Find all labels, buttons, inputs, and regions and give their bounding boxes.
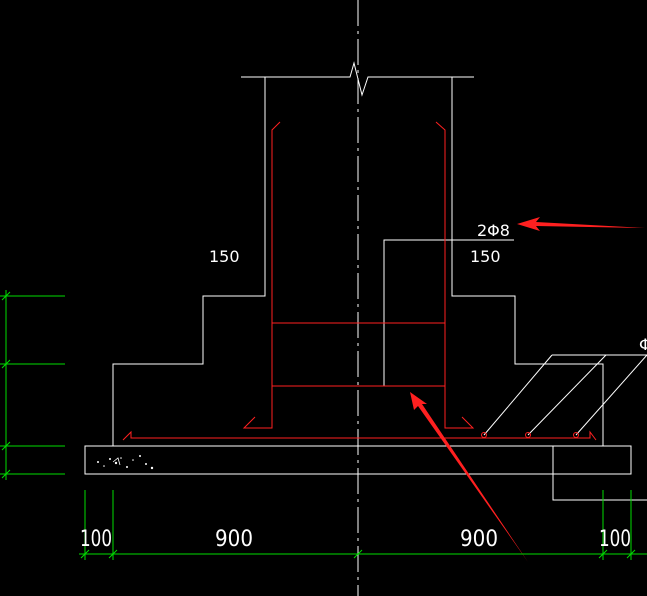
rebar-leader-lines [483, 354, 647, 436]
rebar-dot-2 [525, 432, 531, 438]
left-column-rebar [242, 121, 281, 429]
rebar-group [122, 121, 597, 441]
rebar-callout-label: 2Φ8 [477, 221, 510, 240]
dim-left-cushion: 100 [80, 527, 112, 552]
bottom-mesh-rebar [122, 430, 597, 441]
left-vertical-dimension [0, 290, 65, 480]
bottom-horizontal-dimension [79, 490, 647, 560]
cushion-layer [84, 445, 632, 475]
dim-left-half-width: 900 [215, 527, 253, 552]
cushion-hatch-dots [97, 455, 154, 470]
dim-right-half-width: 900 [460, 527, 498, 552]
dim-right-cushion: 100 [599, 527, 631, 552]
callout-arrow-lower [410, 392, 528, 562]
annotation-arrows [410, 217, 645, 562]
rebar-dot-1 [481, 432, 487, 438]
step-width-left-label: 150 [209, 247, 240, 266]
callout-leader-line [383, 239, 514, 386]
rebar-dot-3 [573, 432, 579, 438]
callout-arrow-upper [517, 217, 645, 231]
right-edge-partial-label: Φ [639, 335, 647, 354]
right-column-rebar [435, 121, 475, 429]
column-break-line [241, 61, 474, 97]
right-extension-outline [552, 446, 647, 501]
step-width-right-label: 150 [470, 247, 501, 266]
